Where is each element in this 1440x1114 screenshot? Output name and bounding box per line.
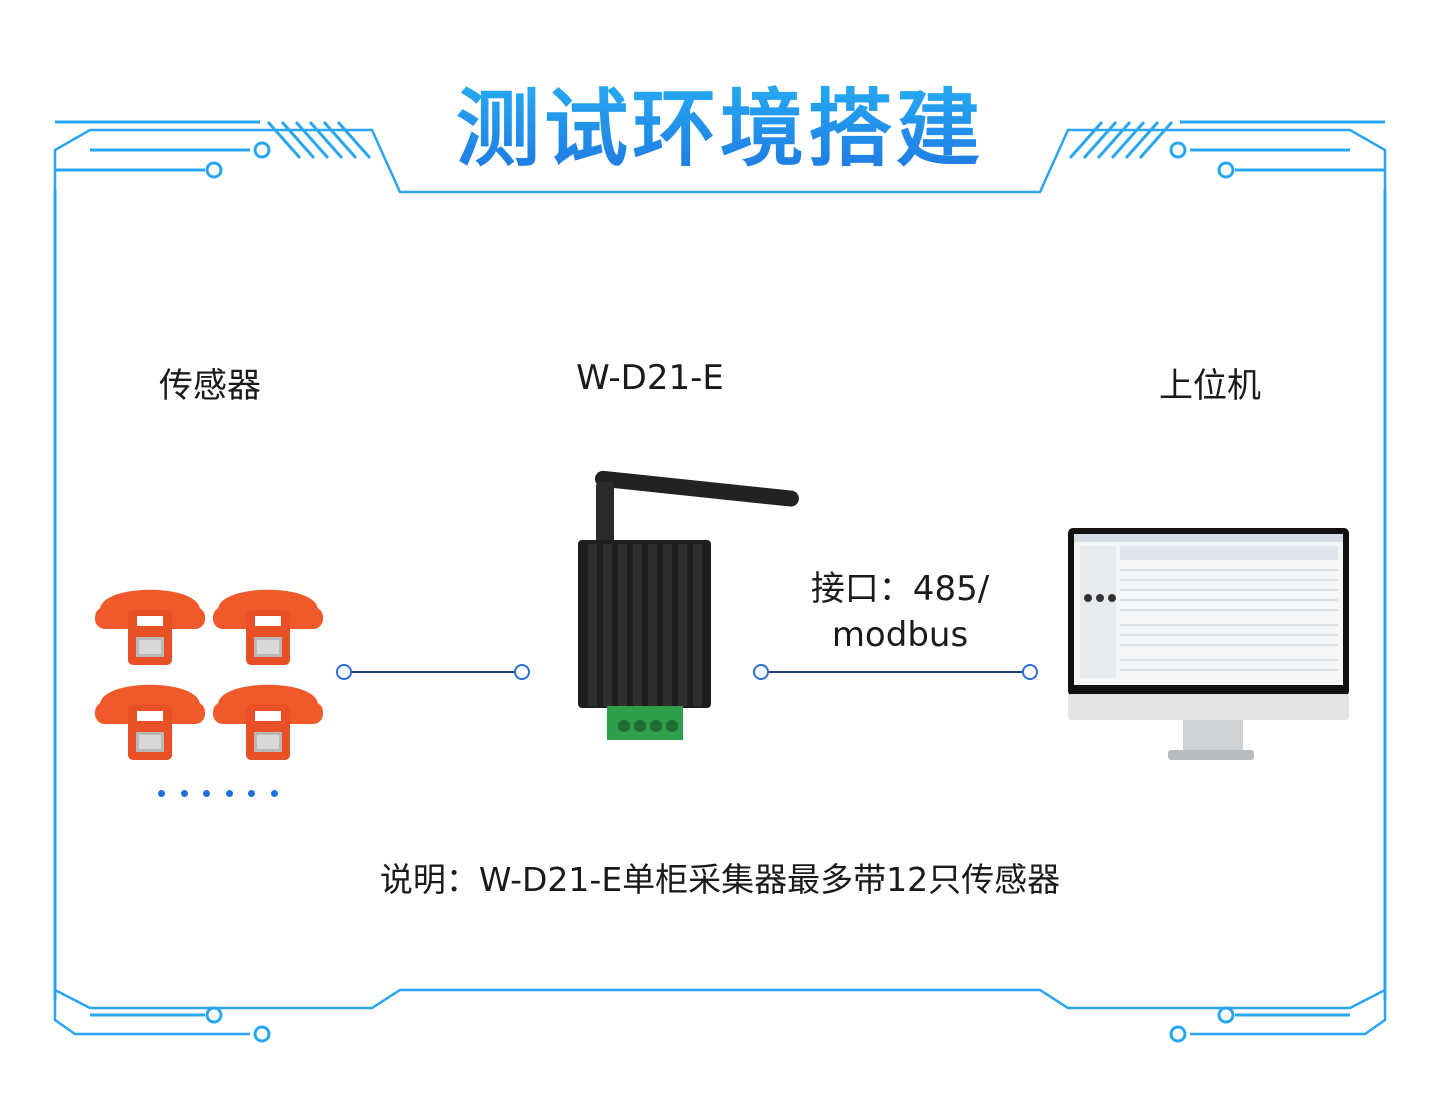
device-body bbox=[578, 540, 711, 708]
sensor-1 bbox=[95, 589, 205, 665]
sensor-2 bbox=[213, 589, 323, 665]
sensor-group bbox=[95, 589, 323, 760]
frame-bottom bbox=[53, 1000, 250, 1036]
interface-label-line1: 接口：485/ bbox=[810, 569, 990, 609]
interface-label: 接口：485/ modbus bbox=[790, 566, 1010, 658]
interface-label-line2: modbus bbox=[831, 615, 969, 655]
connector-device-host bbox=[753, 664, 1038, 680]
host-computer bbox=[1068, 528, 1349, 760]
device-w-d21-e bbox=[578, 470, 799, 740]
monitor-chin bbox=[1068, 694, 1349, 720]
sensor-3 bbox=[95, 684, 205, 760]
page-title: 测试环境搭建 bbox=[0, 62, 1440, 183]
sensor-4 bbox=[213, 684, 323, 760]
frame-top-left-inner bbox=[53, 128, 1387, 194]
antenna bbox=[594, 470, 799, 507]
more-sensors-indicator bbox=[158, 790, 278, 800]
sensor-label: 传感器 bbox=[159, 366, 261, 406]
device-label: W-D21-E bbox=[576, 358, 724, 398]
connector-sensor-device bbox=[336, 664, 530, 680]
note-text: 说明：W-D21-E单柜采集器最多带12只传感器 bbox=[379, 860, 1061, 899]
monitor-base bbox=[1168, 750, 1254, 760]
monitor-stand bbox=[1183, 720, 1243, 752]
host-label: 上位机 bbox=[1159, 366, 1261, 406]
